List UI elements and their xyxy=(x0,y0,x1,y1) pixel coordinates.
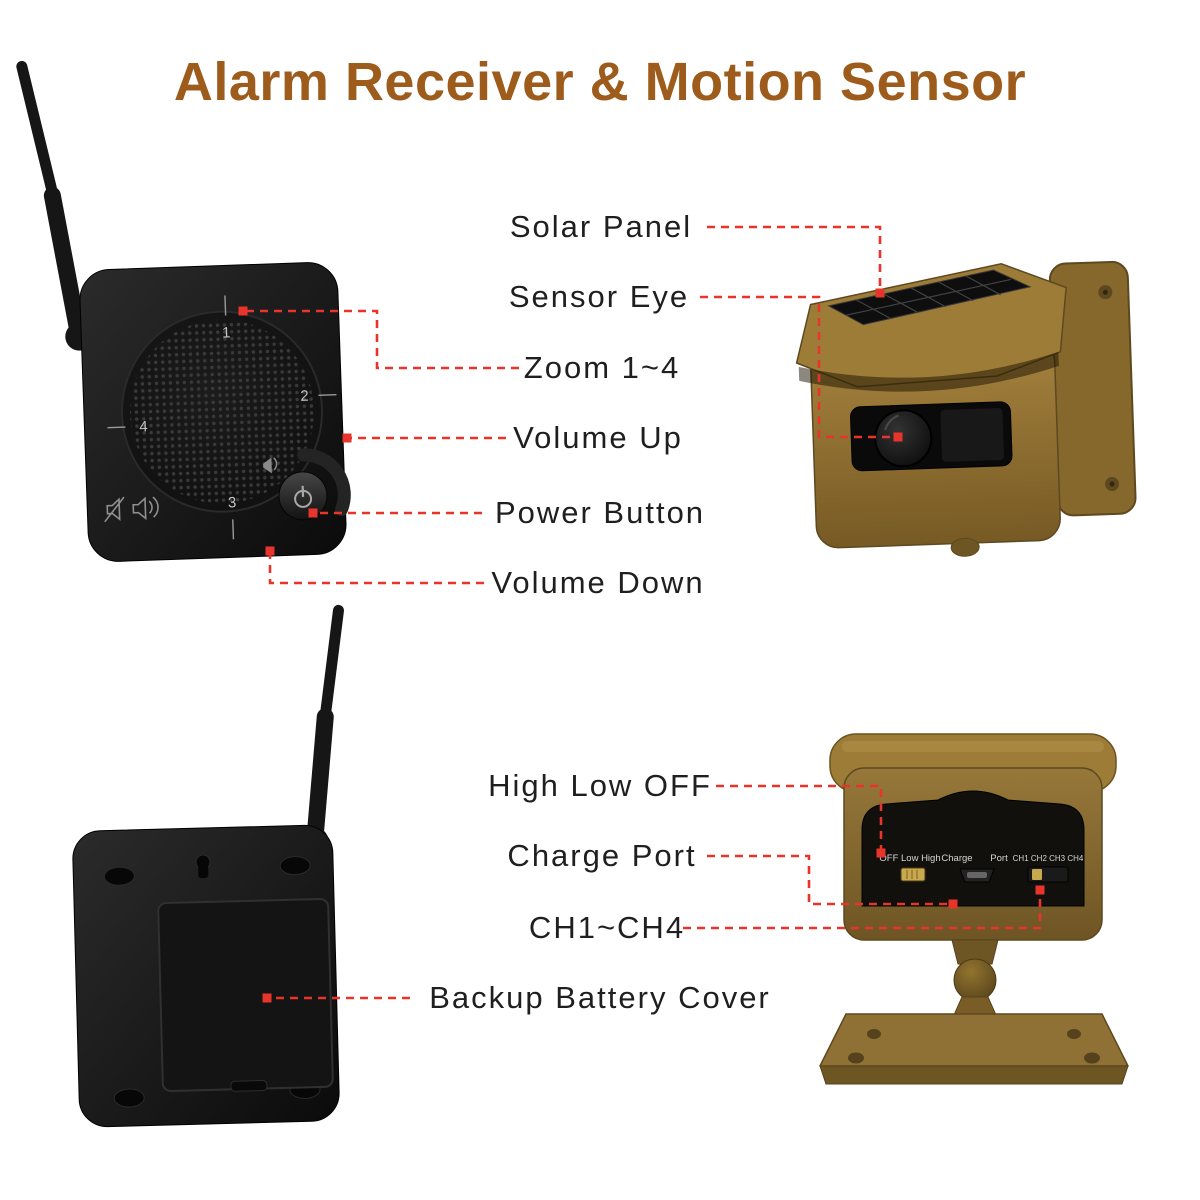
power-rocker xyxy=(297,448,351,517)
marker-volume-down xyxy=(265,546,275,556)
callout-label-high-low-off: High Low OFF xyxy=(488,768,712,803)
marker-power-button xyxy=(308,508,318,518)
callout-label-volume-up: Volume Up xyxy=(513,420,683,455)
mute-icon xyxy=(104,496,125,523)
marker-zoom xyxy=(238,306,248,316)
speaker-grille xyxy=(120,310,323,513)
antenna xyxy=(16,60,94,351)
power-icon xyxy=(294,485,313,508)
volume-icon xyxy=(132,496,159,521)
solar-panel xyxy=(827,269,1032,326)
marker-volume-up xyxy=(342,433,352,443)
marker-battery-cover xyxy=(262,993,272,1003)
mode-switch xyxy=(900,867,926,882)
ball-joint xyxy=(953,958,997,1002)
zoom-mark-2: 2 xyxy=(300,388,309,405)
callout-line-solar-panel xyxy=(707,225,882,290)
channel-switch xyxy=(1027,866,1069,883)
bracket-stem xyxy=(953,996,997,1016)
motion-sensor-back-illustration: OFF Low High Charge Port CH1 CH2 CH3 CH4 xyxy=(819,733,1129,1085)
battery-cover xyxy=(157,897,334,1092)
marker-sensor-eye xyxy=(893,432,903,442)
callout-lines xyxy=(246,225,1042,1000)
zoom-mark-3: 3 xyxy=(228,494,237,511)
port-label: Port xyxy=(990,853,1008,864)
callout-line-charge-port xyxy=(707,854,950,906)
page-title: Alarm Receiver & Motion Sensor xyxy=(173,52,1027,112)
marker-high-low-off xyxy=(876,848,886,858)
callout-label-zoom: Zoom 1~4 xyxy=(523,350,681,385)
zoom-mark-1: 1 xyxy=(222,324,231,341)
antenna xyxy=(300,604,344,856)
bracket-neck xyxy=(951,939,999,965)
callout-label-sensor-eye: Sensor Eye xyxy=(508,279,690,314)
control-panel xyxy=(861,790,1085,907)
alert-sound-icon xyxy=(263,457,278,474)
callout-label-solar-panel: Solar Panel xyxy=(509,209,693,244)
mode-switch-label: OFF Low High xyxy=(879,853,940,864)
hanging-slot xyxy=(195,854,211,879)
base-plate xyxy=(819,1013,1129,1085)
callout-label-power-button: Power Button xyxy=(494,495,706,530)
marker-solar-panel xyxy=(875,288,885,298)
sensor-window xyxy=(850,401,1013,472)
callout-line-channels xyxy=(683,893,1042,930)
callout-label-volume-down: Volume Down xyxy=(491,565,705,600)
marker-channels xyxy=(1035,885,1045,895)
callout-label-channels: CH1~CH4 xyxy=(528,910,686,945)
hood-shadow xyxy=(798,351,1059,392)
receiver-back-illustration xyxy=(72,604,344,1128)
marker-charge-port xyxy=(948,899,958,909)
usb-charge-port xyxy=(959,868,995,883)
receiver-front-illustration: 1 2 4 3 xyxy=(16,60,351,562)
channel-label: CH1 CH2 CH3 CH4 xyxy=(1013,854,1084,863)
callout-line-zoom xyxy=(246,309,519,370)
sensor-bottom-knob xyxy=(950,537,980,557)
zoom-marks: 1 2 4 3 xyxy=(107,295,337,540)
callout-label-charge-port: Charge Port xyxy=(507,838,697,873)
callout-label-battery-cover: Backup Battery Cover xyxy=(429,980,771,1015)
sensor-eye xyxy=(874,409,933,468)
power-button xyxy=(278,471,328,521)
charge-label: Charge xyxy=(941,853,972,864)
motion-sensor-front-illustration xyxy=(795,260,1137,557)
zoom-mark-4: 4 xyxy=(139,418,148,435)
callout-markers xyxy=(238,288,1045,1003)
callout-line-volume-down xyxy=(268,554,484,585)
mounting-plate xyxy=(1048,260,1137,517)
callout-line-sensor-eye xyxy=(700,295,898,439)
